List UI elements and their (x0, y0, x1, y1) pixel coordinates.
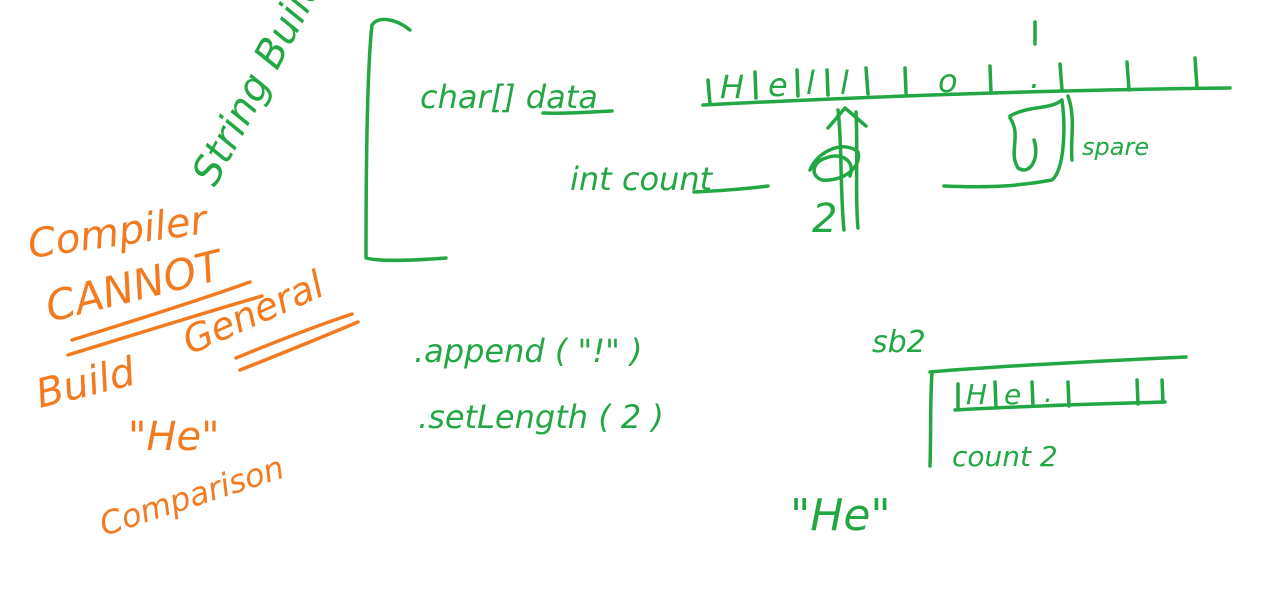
sb2-count: count 2 (952, 440, 1058, 473)
array-baseline (701, 86, 1232, 107)
general-underline (234, 312, 354, 360)
cell-divider (1125, 60, 1131, 92)
cannot-underline (70, 280, 252, 342)
count-underline (692, 184, 770, 194)
cell-divider (825, 68, 830, 97)
spare-label: spare (1082, 133, 1149, 161)
sb2-cell: . (1044, 376, 1053, 409)
array-cell: l (840, 64, 849, 102)
call-append: .append ( "!" ) (414, 332, 642, 370)
spare-arrow (1066, 94, 1075, 162)
sb2-cell-baseline (953, 400, 1167, 412)
left-bracket (364, 17, 448, 263)
count-arrow-shaft (854, 110, 860, 230)
cell-divider (706, 78, 712, 106)
cell-divider (988, 64, 993, 95)
array-cell: H (720, 68, 744, 106)
array-cell: l (806, 64, 815, 102)
call-setlength: .setLength ( 2 ) (418, 398, 664, 436)
field-data-label: char[] data (420, 78, 598, 116)
orange-build: Build (31, 349, 140, 418)
sb2-cell-divider (993, 380, 998, 410)
orange-he: "He" (128, 414, 219, 460)
cell-divider (1058, 62, 1064, 92)
orange-comparison: Comparison (95, 448, 289, 543)
cell-divider (903, 66, 908, 95)
sb2-cell-divider (1135, 378, 1140, 406)
sb2-left-line (928, 370, 934, 468)
array-cell: o (938, 62, 958, 100)
cell-divider (795, 68, 800, 98)
vertical-title-text: String Builder (183, 0, 353, 193)
count-arrow-shaft (836, 108, 846, 232)
count-value: 2 (812, 196, 837, 242)
spare-bracket (942, 98, 1066, 189)
data-underline (541, 109, 614, 116)
vertical-title: String Builder (183, 0, 353, 193)
green-ink-group: String Builder char[] data H e l l o . i… (183, 0, 1232, 541)
array-cell: e (768, 66, 788, 104)
count-arrow-head (826, 106, 868, 130)
sb2-cell-divider (1030, 380, 1035, 408)
spare-scribble (1008, 116, 1038, 172)
sb2-cell: H (966, 378, 987, 411)
sb2-top-line (928, 355, 1188, 374)
result-string: "He" (790, 490, 891, 541)
orange-ink-group: Compiler CANNOT Build General "He" Compa… (25, 197, 360, 544)
general-underline (238, 320, 360, 372)
cannot-underline (66, 294, 264, 357)
count-scribble (808, 145, 861, 182)
sb2-cell-divider (1160, 378, 1165, 404)
cell-divider (1193, 56, 1199, 90)
sb2-label: sb2 (872, 325, 926, 360)
cell-divider (864, 66, 870, 96)
sb2-cell-divider (1066, 380, 1071, 408)
cell-divider (753, 70, 758, 100)
array-cell: . (1030, 58, 1040, 96)
sb2-cell: e (1004, 378, 1021, 411)
field-count-label: int count (570, 160, 714, 198)
